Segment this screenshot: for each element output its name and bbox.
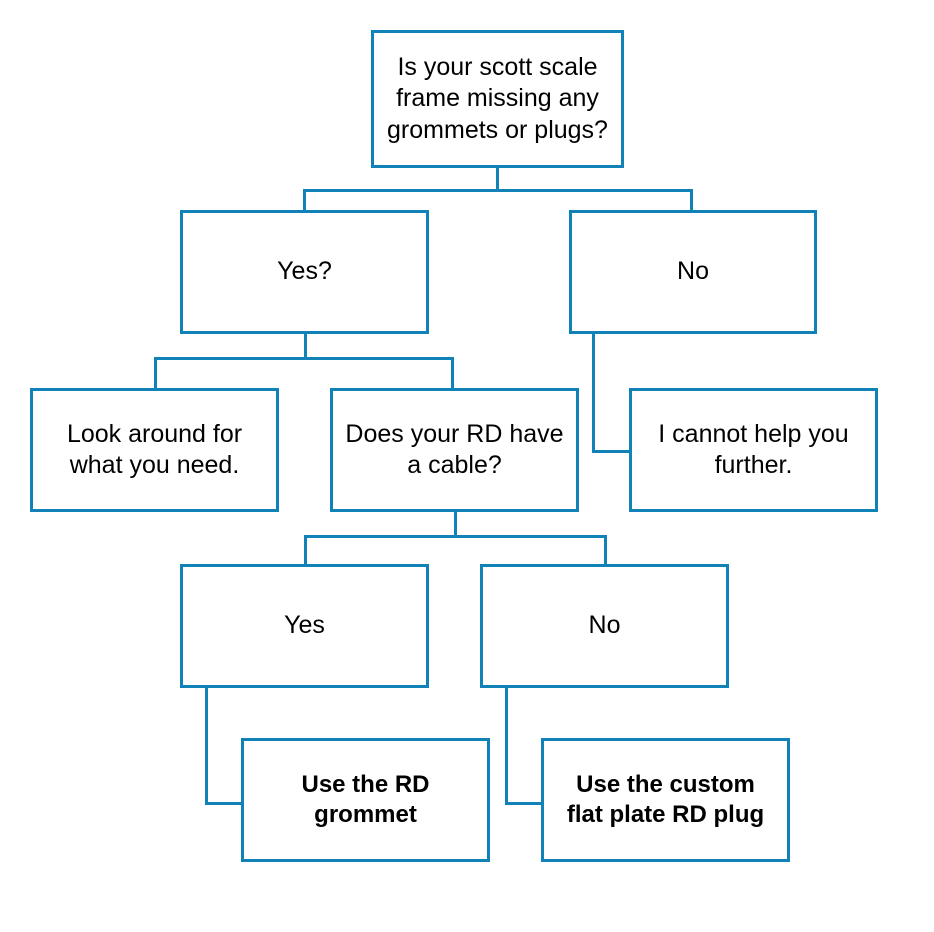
connector-yes1-to-rdcable	[451, 357, 454, 390]
connector-no2-elbow-v	[505, 688, 508, 805]
node-rd-grommet[interactable]: Use the RD grommet	[241, 738, 490, 862]
connector-yes2-elbow-h	[205, 802, 244, 805]
connector-root-bar	[303, 189, 693, 192]
connector-rdcable-to-yes2	[304, 535, 307, 566]
node-cannot-help[interactable]: I cannot help you further.	[629, 388, 878, 512]
node-flat-plate-plug[interactable]: Use the custom flat plate RD plug	[541, 738, 790, 862]
node-yes2[interactable]: Yes	[180, 564, 429, 688]
connector-yes1-bar	[154, 357, 454, 360]
connector-yes2-elbow-v	[205, 688, 208, 805]
connector-yes1-stub	[304, 334, 307, 360]
node-no2[interactable]: No	[480, 564, 729, 688]
connector-yes1-to-look	[154, 357, 157, 390]
connector-root-stub	[496, 168, 499, 192]
node-no1[interactable]: No	[569, 210, 817, 334]
connector-root-to-yes1	[303, 189, 306, 213]
connector-no2-elbow-h	[505, 802, 544, 805]
connector-rdcable-bar	[304, 535, 604, 538]
connector-rdcable-to-no2	[604, 535, 607, 566]
connector-root-to-no1	[690, 189, 693, 213]
connector-no1-elbow-v	[592, 334, 595, 453]
connector-no1-elbow-h	[592, 450, 632, 453]
node-root[interactable]: Is your scott scale frame missing any gr…	[371, 30, 624, 168]
node-rd-cable[interactable]: Does your RD have a cable?	[330, 388, 579, 512]
node-look-around[interactable]: Look around for what you need.	[30, 388, 279, 512]
connector-rdcable-stub	[454, 512, 457, 538]
node-yes1[interactable]: Yes?	[180, 210, 429, 334]
